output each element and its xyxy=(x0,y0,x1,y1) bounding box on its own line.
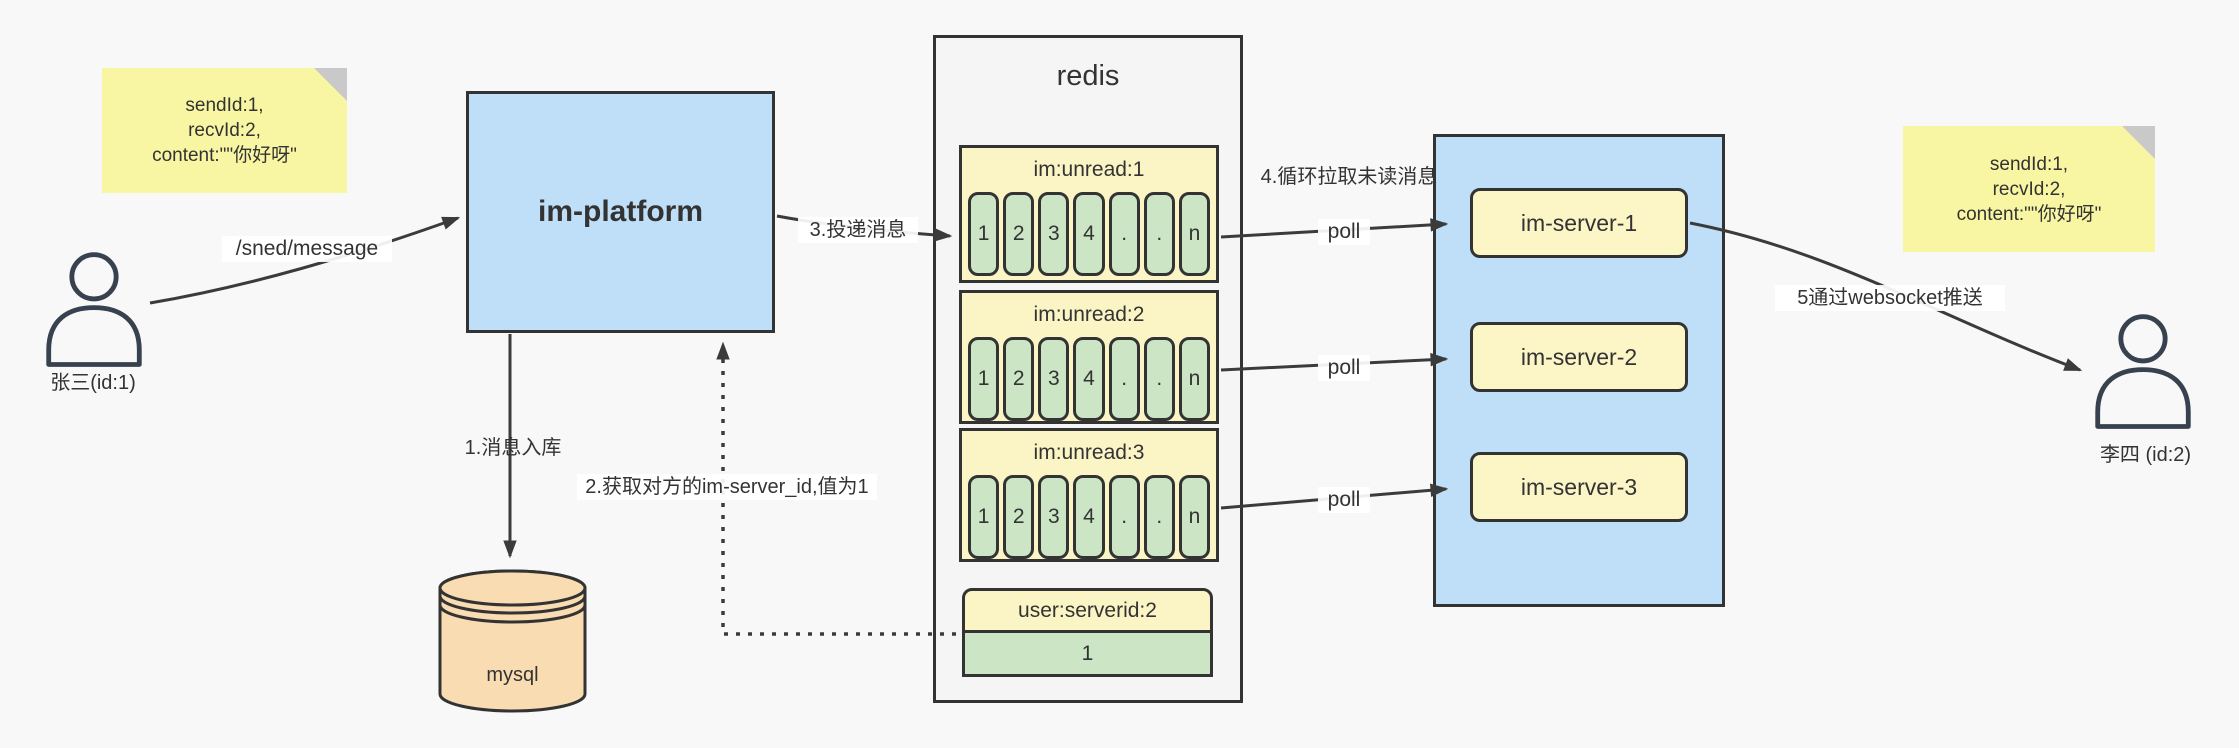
sender-label: 张三(id:1) xyxy=(50,372,136,394)
unread-list-3-cells: 1 2 3 4 . . n xyxy=(962,475,1216,559)
note-fold-corner xyxy=(314,68,347,101)
redis-title: redis xyxy=(1056,60,1120,92)
list-cell: . xyxy=(1108,475,1140,559)
note-line: sendId:1, xyxy=(1989,153,2069,175)
list-cell: 4 xyxy=(1073,337,1105,421)
user-serverid-value: 1 xyxy=(962,633,1213,677)
im-server-3-box: im-server-3 xyxy=(1470,452,1688,522)
unread-list-1: im:unread:1 1 2 3 4 . . n xyxy=(959,145,1219,283)
im-server-2-label: im-server-2 xyxy=(1520,343,1638,370)
list-cell: 3 xyxy=(1038,337,1070,421)
list-cell: 2 xyxy=(1003,337,1035,421)
note-fold-corner xyxy=(2122,126,2155,159)
im-server-3-label: im-server-3 xyxy=(1520,473,1638,500)
list-cell: . xyxy=(1143,475,1175,559)
edge-label-send: /sned/message xyxy=(222,236,392,262)
edge-label-poll-1: poll xyxy=(1318,219,1370,245)
unread-list-3-title: im:unread:3 xyxy=(1033,441,1145,464)
edge-label-step1: 1.消息入库 xyxy=(464,437,562,459)
unread-list-1-cells: 1 2 3 4 . . n xyxy=(962,192,1216,276)
list-cell: . xyxy=(1108,192,1140,276)
im-server-1-box: im-server-1 xyxy=(1470,188,1688,258)
unread-list-3: im:unread:3 1 2 3 4 . . n xyxy=(959,428,1219,562)
list-cell: 4 xyxy=(1073,475,1105,559)
list-cell: . xyxy=(1143,192,1175,276)
list-cell: . xyxy=(1108,337,1140,421)
database-cylinder-icon xyxy=(438,569,587,713)
im-server-1-label: im-server-1 xyxy=(1520,209,1638,236)
edge-label-step4: 4.循环拉取未读消息 xyxy=(1260,166,1438,188)
list-cell: 1 xyxy=(968,337,1000,421)
note-line: content:""你好呀" xyxy=(1956,203,2102,225)
edge-label-poll-2: poll xyxy=(1318,355,1370,381)
list-cell: 1 xyxy=(968,192,1000,276)
edge-label-step2: 2.获取对方的im-server_id,值为1 xyxy=(577,474,877,500)
note-line: recvId:2, xyxy=(1992,178,2066,200)
list-cell: 2 xyxy=(1003,475,1035,559)
user-serverid-title: user:serverid:2 xyxy=(962,588,1213,633)
list-cell: 2 xyxy=(1003,192,1035,276)
user-serverid-box: user:serverid:2 1 xyxy=(962,588,1213,677)
person-icon xyxy=(46,252,142,367)
mysql-database: mysql xyxy=(437,568,588,715)
receiver-label: 李四 (id:2) xyxy=(2099,444,2192,466)
list-cell: . xyxy=(1143,337,1175,421)
im-server-2-box: im-server-2 xyxy=(1470,322,1688,392)
unread-list-2-title: im:unread:2 xyxy=(1033,303,1145,326)
mysql-label: mysql xyxy=(486,664,539,686)
unread-list-2: im:unread:2 1 2 3 4 . . n xyxy=(959,290,1219,424)
person-icon xyxy=(2095,314,2191,429)
im-platform-label: im-platform xyxy=(538,195,703,228)
list-cell: 1 xyxy=(968,475,1000,559)
list-cell: 3 xyxy=(1038,475,1070,559)
list-cell: n xyxy=(1178,192,1210,276)
list-cell: 4 xyxy=(1073,192,1105,276)
edge-label-poll-3: poll xyxy=(1318,487,1370,513)
message-note-left: sendId:1, recvId:2, content:""你好呀" xyxy=(102,68,347,193)
unread-list-2-cells: 1 2 3 4 . . n xyxy=(962,337,1216,421)
edge-label-step3: 3.投递消息 xyxy=(798,217,918,243)
im-platform-box: im-platform xyxy=(466,91,775,333)
note-line: content:""你好呀" xyxy=(152,145,297,166)
unread-list-1-title: im:unread:1 xyxy=(1033,158,1145,181)
note-line: recvId:2, xyxy=(188,120,261,141)
list-cell: 3 xyxy=(1038,192,1070,276)
list-cell: n xyxy=(1178,337,1210,421)
message-note-right: sendId:1, recvId:2, content:""你好呀" xyxy=(1903,126,2155,252)
edge-label-step5: 5通过websocket推送 xyxy=(1775,285,2005,311)
list-cell: n xyxy=(1178,475,1210,559)
note-line: sendId:1, xyxy=(185,95,264,116)
